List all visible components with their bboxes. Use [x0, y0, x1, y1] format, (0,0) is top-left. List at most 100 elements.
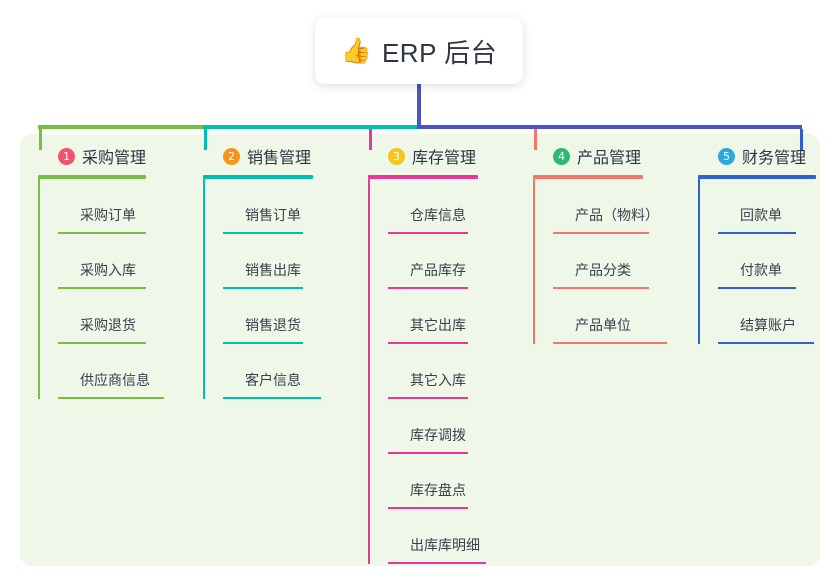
- connector-bar-right: [417, 125, 802, 129]
- leaf-label: 出库库明细: [410, 537, 480, 553]
- leaf-node[interactable]: 仓库信息: [388, 179, 478, 234]
- diagram-panel: [20, 134, 820, 566]
- branch-drop-2: [204, 129, 207, 150]
- branch-leaf-list-3: 仓库信息产品库存其它出库其它入库库存调拨库存盘点出库库明细: [368, 179, 486, 564]
- branch-spine: [533, 179, 535, 344]
- leaf-node[interactable]: 其它出库: [388, 289, 478, 344]
- branch-underline: [698, 175, 816, 179]
- leaf-label: 销售订单: [245, 207, 301, 223]
- leaf-node[interactable]: 采购退货: [58, 289, 146, 344]
- leaf-underline: [223, 342, 303, 344]
- leaf-underline: [388, 507, 468, 509]
- leaf-node[interactable]: 采购入库: [58, 234, 146, 289]
- branch-underline: [533, 175, 643, 179]
- leaf-node[interactable]: 回款单: [718, 179, 816, 234]
- leaf-underline: [388, 287, 468, 289]
- leaf-node[interactable]: 其它入库: [388, 344, 478, 399]
- leaf-underline: [223, 397, 321, 399]
- leaf-node[interactable]: 供应商信息: [58, 344, 164, 399]
- leaf-node[interactable]: 库存盘点: [388, 454, 478, 509]
- leaf-node[interactable]: 客户信息: [223, 344, 321, 399]
- branch-spine: [368, 179, 370, 564]
- leaf-underline: [388, 452, 468, 454]
- branch-column-4: 4 产品管理产品（物料）产品分类产品单位: [533, 144, 667, 344]
- branch-number-badge: 1: [58, 147, 75, 165]
- branch-title: 采购管理: [82, 150, 147, 167]
- leaf-underline: [718, 232, 796, 234]
- branch-title: 产品管理: [577, 150, 642, 167]
- branch-number-badge: 3: [388, 147, 405, 165]
- branch-leaf-list-1: 采购订单采购入库采购退货供应商信息: [38, 179, 164, 399]
- leaf-node[interactable]: 出库库明细: [388, 509, 486, 564]
- leaf-label: 产品库存: [410, 262, 466, 278]
- branch-header-3[interactable]: 3 库存管理: [368, 144, 478, 168]
- branch-title: 财务管理: [742, 150, 807, 167]
- leaf-node[interactable]: 销售出库: [223, 234, 313, 289]
- root-title: ERP 后台: [381, 37, 498, 68]
- leaf-underline: [58, 342, 146, 344]
- leaf-label: 库存盘点: [410, 482, 466, 498]
- leaf-underline: [718, 342, 814, 344]
- root-stem: [417, 84, 421, 125]
- branch-title: 销售管理: [247, 150, 312, 167]
- branch-number-badge: 5: [718, 147, 735, 165]
- root-node[interactable]: 👍 ERP 后台: [315, 18, 523, 84]
- leaf-underline: [388, 397, 468, 399]
- branch-spine: [698, 179, 700, 344]
- leaf-node[interactable]: 销售订单: [223, 179, 313, 234]
- leaf-label: 付款单: [740, 262, 782, 278]
- leaf-node[interactable]: 产品库存: [388, 234, 478, 289]
- leaf-node[interactable]: 产品分类: [553, 234, 649, 289]
- leaf-node[interactable]: 采购订单: [58, 179, 146, 234]
- leaf-node[interactable]: 库存调拨: [388, 399, 478, 454]
- branch-header-1[interactable]: 1 采购管理: [38, 144, 146, 168]
- branch-header-5[interactable]: 5 财务管理: [698, 144, 816, 168]
- leaf-label: 产品单位: [575, 317, 631, 333]
- connector-bar-mid: [203, 125, 419, 129]
- leaf-underline: [58, 287, 146, 289]
- branch-title: 库存管理: [412, 150, 477, 167]
- branch-header-4[interactable]: 4 产品管理: [533, 144, 643, 168]
- branch-drop-4: [534, 129, 537, 150]
- branch-number-badge: 4: [553, 147, 570, 165]
- leaf-label: 其它出库: [410, 317, 466, 333]
- leaf-underline: [553, 287, 649, 289]
- leaf-node[interactable]: 结算账户: [718, 289, 816, 344]
- leaf-label: 销售退货: [245, 317, 301, 333]
- leaf-label: 回款单: [740, 207, 782, 223]
- leaf-underline: [553, 342, 667, 344]
- branch-leaf-list-2: 销售订单销售出库销售退货客户信息: [203, 179, 321, 399]
- branch-underline: [203, 175, 313, 179]
- leaf-underline: [718, 287, 796, 289]
- leaf-label: 采购退货: [80, 317, 136, 333]
- leaf-node[interactable]: 销售退货: [223, 289, 313, 344]
- branch-underline: [368, 175, 478, 179]
- leaf-label: 结算账户: [740, 317, 796, 333]
- leaf-underline: [388, 342, 468, 344]
- leaf-label: 销售出库: [245, 262, 301, 278]
- branch-drop-1: [39, 129, 42, 150]
- leaf-underline: [388, 232, 468, 234]
- thumbs-up-icon: 👍: [340, 36, 372, 65]
- leaf-node[interactable]: 产品单位: [553, 289, 667, 344]
- leaf-node[interactable]: 产品（物料）: [553, 179, 659, 234]
- branch-column-1: 1 采购管理采购订单采购入库采购退货供应商信息: [38, 144, 164, 399]
- leaf-node[interactable]: 付款单: [718, 234, 816, 289]
- leaf-label: 仓库信息: [410, 207, 466, 223]
- leaf-label: 采购订单: [80, 207, 136, 223]
- branch-column-3: 3 库存管理仓库信息产品库存其它出库其它入库库存调拨库存盘点出库库明细: [368, 144, 486, 564]
- branch-drop-5: [800, 129, 803, 150]
- leaf-underline: [553, 232, 649, 234]
- branch-leaf-list-4: 产品（物料）产品分类产品单位: [533, 179, 667, 344]
- leaf-label: 供应商信息: [80, 372, 150, 388]
- branch-spine: [38, 179, 40, 399]
- leaf-underline: [223, 232, 303, 234]
- branch-leaf-list-5: 回款单付款单结算账户: [698, 179, 816, 344]
- branch-underline: [38, 175, 146, 179]
- leaf-label: 客户信息: [245, 372, 301, 388]
- leaf-label: 库存调拨: [410, 427, 466, 443]
- connector-bar-left: [38, 125, 204, 129]
